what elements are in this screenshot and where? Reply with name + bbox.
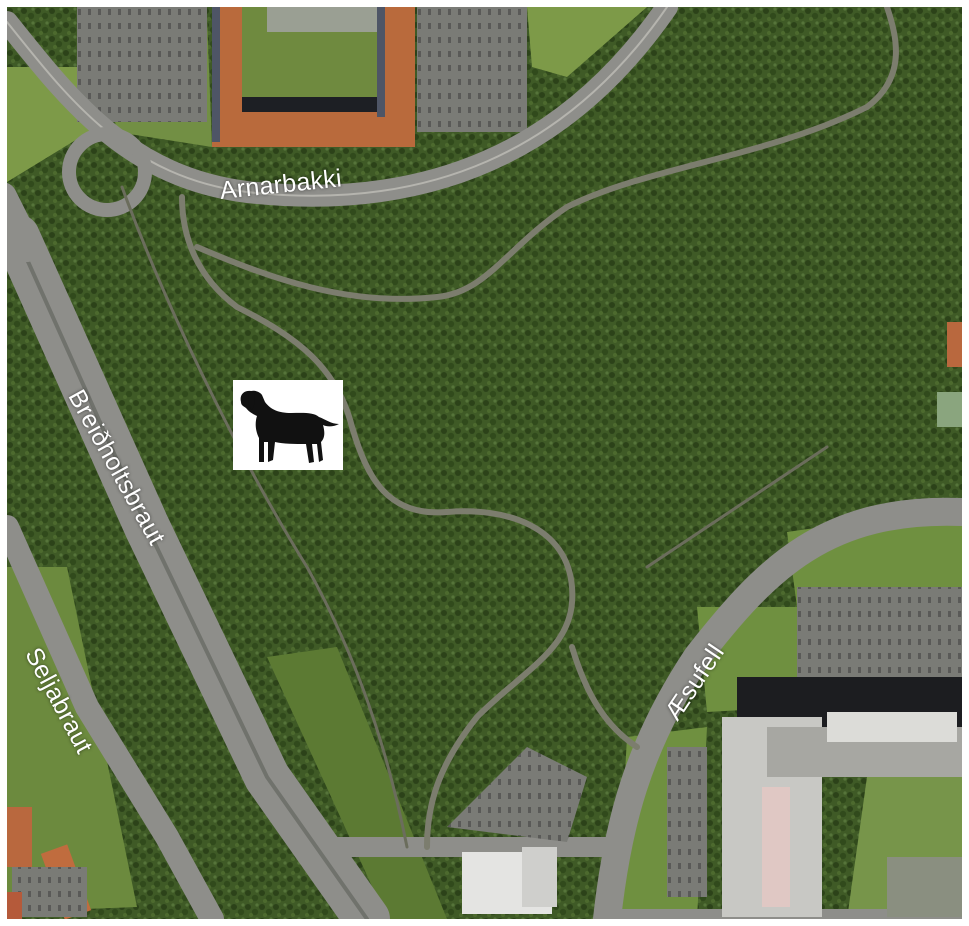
building-complex-south xyxy=(667,587,962,917)
houses-east xyxy=(937,322,962,427)
aerial-image xyxy=(7,7,962,919)
commercial-area xyxy=(447,747,587,914)
walking-paths xyxy=(120,7,899,850)
houses-southwest xyxy=(7,807,92,919)
map-view[interactable]: Arnarbakki Breiðholtsbraut Seljabraut Æs… xyxy=(7,7,962,919)
roads xyxy=(7,7,962,919)
dog-icon xyxy=(240,390,339,463)
building-complex-north xyxy=(77,7,527,147)
dog-area-marker[interactable] xyxy=(233,380,343,470)
